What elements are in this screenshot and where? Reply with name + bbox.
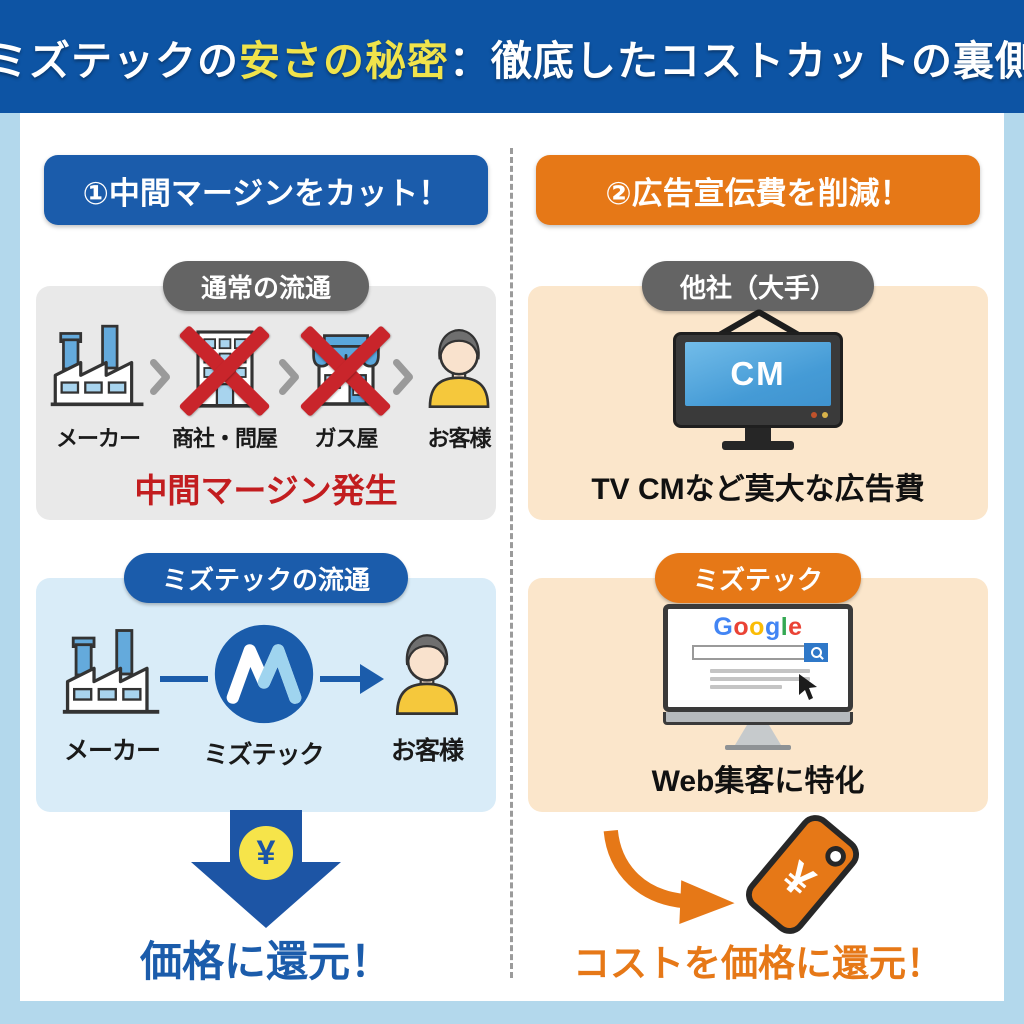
flow-step-label: ガス屋 [314,426,379,451]
right-heading-badge: ②広告宣伝費を削減！ [536,155,980,225]
normal-flow-box: 通常の流通 [36,261,496,520]
cursor-icon [796,673,820,701]
others-badge: 他社（大手） [641,261,875,311]
monitor-icon: Google [663,604,853,712]
left-heading-badge: ①中間マージンをカット！ [44,155,488,225]
tv-stack: CM [528,286,988,450]
mizutech-flow-badge: ミズテックの流通 [123,553,409,603]
mizutech-flow-row: メーカー ミズテック [36,578,496,771]
page-title: ミズテックの安さの秘密：徹底したコストカットの裏側 [0,27,1024,87]
google-letter: o [749,613,765,641]
flow-step-mizutech: ミズテック [203,622,325,771]
title-highlight: 安さの秘密 [239,37,449,84]
google-letter: o [733,613,750,641]
tv-screen: CM [685,342,831,406]
search-bar [692,643,828,663]
tv-dot-red [811,412,817,418]
mizutech-badge-label: ミズテック [692,564,824,595]
chevron-right-icon [277,356,301,403]
monitor-stand-base [725,745,791,750]
customer-icon [415,322,503,419]
search-results-lines [668,669,848,690]
flow-step-label: ミズテック [203,741,325,769]
yen-symbol: ¥ [256,833,276,872]
right-heading-label: ②広告宣伝費を削減！ [605,175,911,211]
magnifier-icon [810,647,822,659]
others-caption: TV CMなど莫大な広告費 [591,473,925,506]
flow-step-maker: メーカー [48,322,148,453]
flow-step-label: お客様 [391,737,464,765]
google-letter: G [713,613,734,641]
mizutech-caption: Web集客に特化 [651,765,865,798]
flow-arrowhead-icon [360,663,385,694]
right-column: ②広告宣伝費を削減！ 他社（大手） CM [512,113,1004,1001]
left-conclusion: 価格に還元！ [139,938,392,985]
others-badge-label: 他社（大手） [679,272,837,303]
result-line [710,677,810,682]
tv-icon: CM [673,332,843,428]
monitor-base-bar [663,712,853,725]
left-column: ①中間マージンをカット！ 通常の流通 [20,113,512,1001]
others-box: 他社（大手） CM [528,261,988,520]
factory-icon [60,626,164,727]
tv-dot-yellow [822,412,828,418]
flow-step-customer: お客様 [415,322,503,453]
yen-circle-icon: ¥ [239,826,293,880]
content-panel: ①中間マージンをカット！ 通常の流通 [20,113,1004,1001]
tv-antenna-icon [673,304,843,339]
result-line [710,685,782,690]
tv-base [722,441,794,450]
chevron-right-icon [391,356,415,403]
mizutech-flow-box: ミズテックの流通 [36,553,496,812]
flow-step-gas-shop: ガス屋 [299,322,393,453]
search-input [692,645,804,661]
flow-line [319,675,368,682]
right-conclusion: コストを価格に還元！ [573,943,943,984]
left-heading-label: ①中間マージンをカット！ [82,175,450,211]
google-letter: l [780,613,789,641]
normal-flow-row: メーカー [36,286,496,453]
tv-buttons-icon [811,412,828,418]
office-building-icon [178,322,271,419]
tv-stand [745,428,771,441]
savings-row: ¥ [512,815,1004,937]
flow-step-label: お客様 [427,426,492,451]
normal-flow-badge-label: 通常の流通 [200,272,332,303]
flow-line [160,675,208,682]
result-line [710,669,810,674]
mizutech-logo-icon [212,622,316,731]
pc-stack: Google [528,578,988,750]
flow-step-label: メーカー [55,426,141,451]
down-arrow-icon: ¥ [191,810,341,928]
flow-step-customer: お客様 [382,626,472,767]
google-logo: Google [668,614,848,640]
curved-arrow-icon [590,825,742,925]
flow-step-maker: メーカー [60,626,164,767]
column-divider [510,148,513,978]
margin-note: 中間マージン発生 [134,472,398,509]
mizutech-badge: ミズテック [654,553,862,603]
price-tag-icon: ¥ [740,811,860,943]
normal-flow-badge: 通常の流通 [162,261,370,311]
header-banner: ミズテックの安さの秘密：徹底したコストカットの裏側 [0,0,1024,113]
google-letter: g [764,613,781,641]
title-suffix: ：徹底したコストカットの裏側 [449,37,1024,84]
customer-icon [382,626,472,727]
flow-step-label: メーカー [63,737,161,765]
shop-icon [299,322,393,419]
mizutech-flow-badge-label: ミズテックの流通 [161,564,371,595]
factory-icon [48,322,148,419]
flow-step-label: 商社・問屋 [172,426,278,451]
monitor-stand [735,725,781,745]
flow-step-trading: 商社・問屋 [172,322,278,453]
google-letter: e [788,613,803,641]
mizutech-web-box: ミズテック Google [528,553,988,812]
tv-screen-text: CM [730,355,786,392]
title-prefix: ミズテックの [0,37,239,84]
search-button-icon [804,643,828,663]
chevron-right-icon [148,356,172,403]
